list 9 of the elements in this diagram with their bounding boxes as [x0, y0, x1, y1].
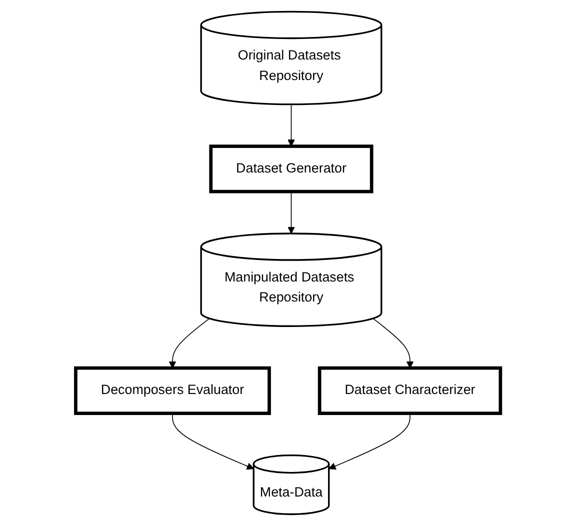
- node-box: Dataset Characterizer: [318, 366, 503, 416]
- arrow: [373, 318, 414, 368]
- node-box: Decomposers Evaluator: [74, 366, 272, 416]
- arrow: [169, 318, 210, 368]
- node-box: Dataset Generator: [210, 144, 374, 194]
- arrow: [328, 412, 411, 470]
- arrow: [288, 191, 296, 234]
- arrow: [172, 412, 254, 470]
- arrow: [288, 104, 296, 147]
